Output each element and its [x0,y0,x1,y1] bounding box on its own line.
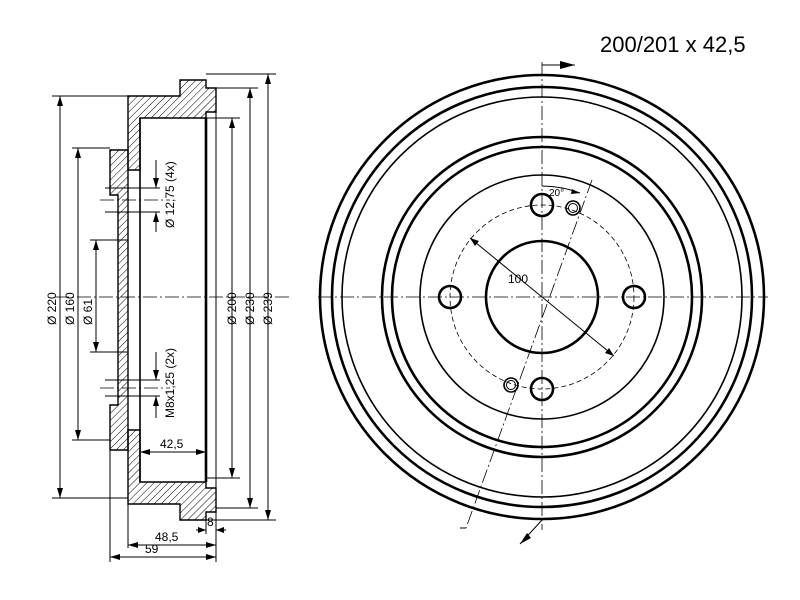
dim-pcd: 100 [508,272,528,286]
dim-d239: Ø 239 [261,292,275,325]
stud-hole-right [621,284,647,310]
hole-thread-dimensions [153,160,159,418]
dim-d61: Ø 61 [81,299,95,325]
pitch-circle [449,204,635,390]
dim-d220: Ø 220 [45,292,59,325]
thread-hole-top [565,200,581,216]
dim-d230: Ø 230 [243,292,257,325]
depth-dimensions [109,449,238,562]
dim-angle: 20° [549,188,564,199]
left-diameter-dimensions [52,95,128,499]
dim-depth-59: 59 [145,542,159,556]
right-diameter-dimensions [206,73,276,521]
dim-depth-42-5: 42,5 [160,437,184,451]
dim-d160: Ø 160 [63,292,77,325]
dim-depth-48-5: 48,5 [155,530,179,544]
thread-hole-bottom [503,377,519,393]
drum-section-top [127,79,217,171]
drum-size-title: 200/201 x 42,5 [600,32,746,57]
dim-thread: M8x1,25 (2x) [163,348,177,418]
dim-rim-8: 8 [207,515,214,529]
front-view [318,61,768,545]
hub-section [109,149,129,451]
dim-hole: Ø 12,75 (4x) [163,161,177,228]
dim-d200: Ø 200 [225,292,239,325]
stud-hole-bottom [529,376,555,402]
stud-hole-left [437,284,463,310]
outer-rim-circle [318,73,766,521]
center-bore [484,239,600,355]
side-section-view [55,79,290,521]
stud-hole-top [529,192,555,218]
